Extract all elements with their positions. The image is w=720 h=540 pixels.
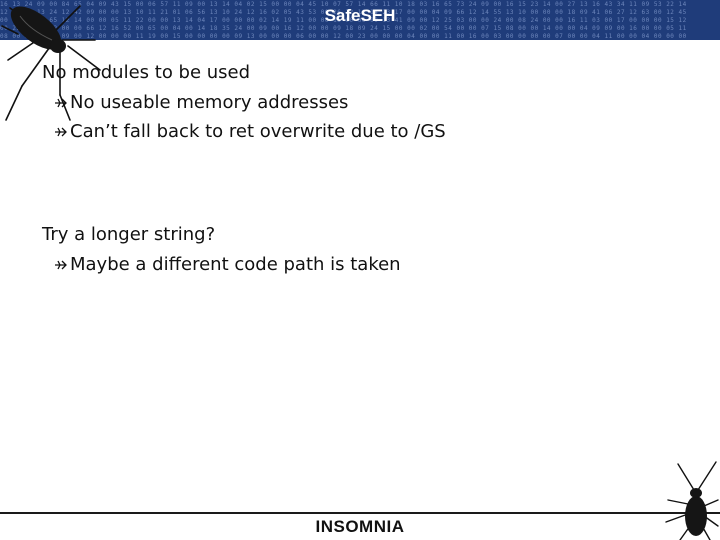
slide-title: SafeSEH xyxy=(324,6,396,25)
arrow-bullet-icon xyxy=(55,98,67,107)
hex-pattern-row: 00 04 42 10 65 12 14 00 00 05 11 22 00 0… xyxy=(0,17,687,24)
bullet-text: Can’t fall back to ret overwrite due to … xyxy=(70,121,446,142)
slide-header: 16 13 24 09 00 84 65 04 09 43 15 00 06 5… xyxy=(0,0,720,40)
bullet-text: No useable memory addresses xyxy=(70,92,349,113)
bullet-level2: Maybe a different code path is taken xyxy=(54,254,401,275)
footer-brand-logo: INSOMNIA xyxy=(315,517,405,536)
bullet-level2: No useable memory addresses xyxy=(54,92,348,113)
cockroach-icon xyxy=(1,5,101,121)
hex-pattern-row: 16 13 24 09 00 84 65 04 09 43 15 00 06 5… xyxy=(0,1,687,8)
hex-pattern-row: 08 00 00 16 00 09 00 12 00 00 00 11 19 0… xyxy=(0,33,687,40)
arrow-bullet-icon xyxy=(55,127,67,136)
bullet-level2: Can’t fall back to ret overwrite due to … xyxy=(54,121,446,142)
arrow-bullet-icon xyxy=(55,260,67,269)
hex-pattern-row: 00 22 14 04 02 00 00 66 12 16 52 00 65 0… xyxy=(0,25,687,32)
bullet-level1: Try a longer string? xyxy=(42,224,216,245)
footer-divider xyxy=(0,512,720,514)
bullet-level1: No modules to be used xyxy=(42,62,251,83)
bullet-text: Maybe a different code path is taken xyxy=(70,254,401,275)
cockroach-icon xyxy=(665,461,719,540)
hex-pattern-row: 12 10 00 13 24 12 42 09 00 00 13 10 11 2… xyxy=(0,9,687,16)
